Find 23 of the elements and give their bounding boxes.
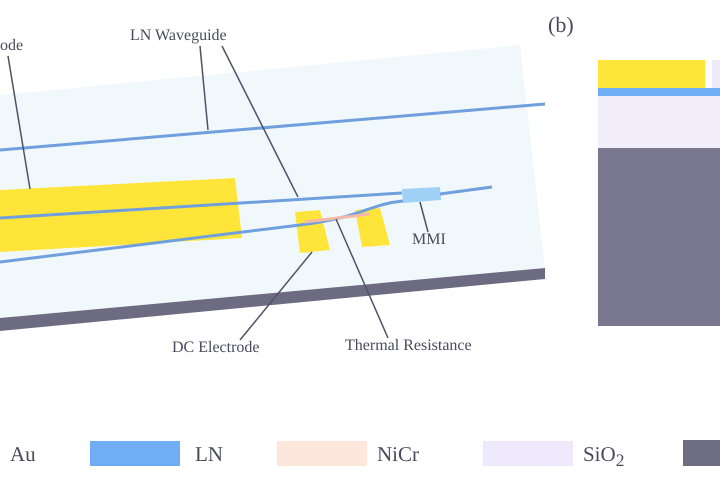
leader-line xyxy=(239,252,313,340)
legend-label: Au xyxy=(10,444,36,465)
rf-electrode xyxy=(0,178,242,252)
electrode-pad xyxy=(295,210,330,253)
callout-label: ode xyxy=(0,38,24,54)
panel-label: (b) xyxy=(548,14,574,36)
callout-label: MMI xyxy=(412,232,446,248)
callout-label: DC Electrode xyxy=(172,340,260,356)
leader-line xyxy=(221,46,299,198)
callout-label: Thermal Resistance xyxy=(345,338,472,354)
leader-line xyxy=(335,218,389,338)
leader-line xyxy=(7,56,31,190)
callout-label: LN Waveguide xyxy=(130,28,227,44)
mmi-coupler xyxy=(402,187,441,203)
waveguide xyxy=(0,192,402,220)
thermal-resistor xyxy=(304,212,370,224)
leader-line xyxy=(419,202,429,232)
waveguide xyxy=(0,102,546,152)
legend-label: LN xyxy=(195,444,223,465)
legend-label: NiCr xyxy=(377,444,419,465)
electrode-pad xyxy=(355,208,390,247)
leader-line xyxy=(199,46,209,130)
legend-label: SiO$_{2}$ xyxy=(583,444,624,470)
